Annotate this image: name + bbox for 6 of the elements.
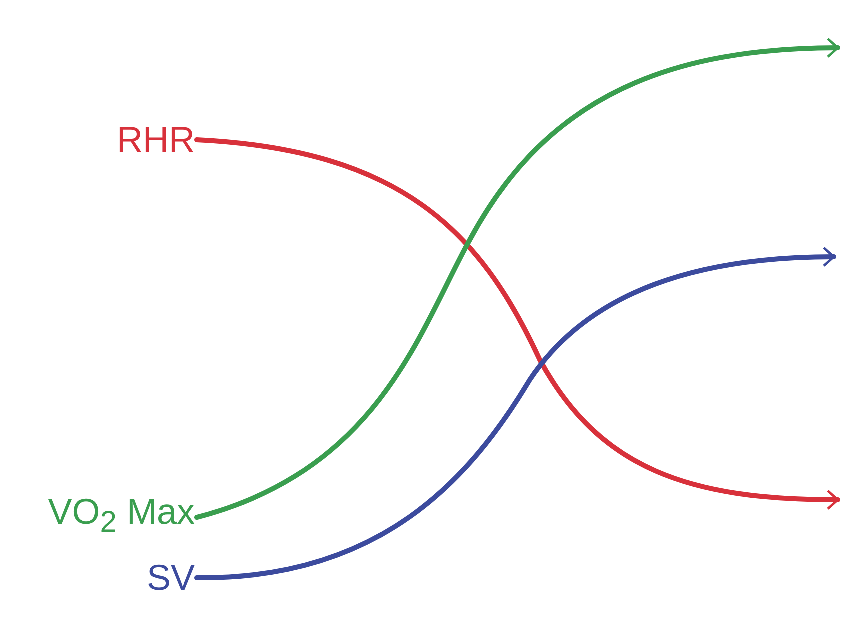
curved-arrow	[194, 138, 840, 510]
variable-label: VO$_{2}$ Max	[48, 490, 195, 546]
variable-label: SV	[146, 556, 195, 600]
curved-arrow	[194, 246, 836, 580]
curved-arrow	[194, 38, 840, 520]
variable-label: RHR	[117, 118, 195, 162]
